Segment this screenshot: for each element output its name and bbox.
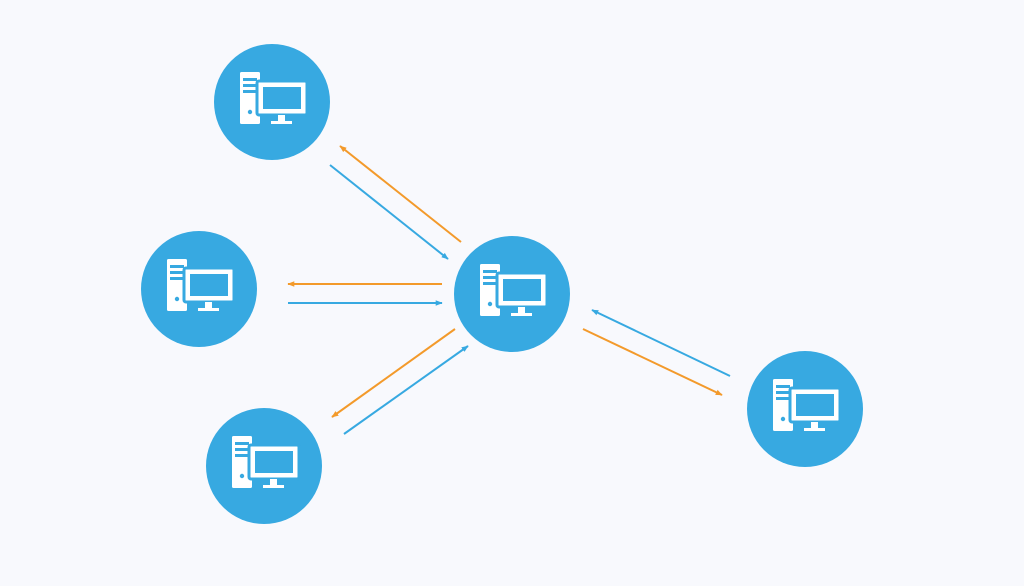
desktop-computer-icon: [773, 379, 842, 431]
desktop-computer-icon: [240, 72, 309, 124]
desktop-computer-icon: [167, 259, 236, 311]
node-right: [747, 351, 863, 467]
desktop-computer-icon: [232, 436, 301, 488]
response-arrow-bottom-left: [331, 328, 456, 418]
response-arrow-top-left: [339, 145, 462, 243]
request-arrow-bottom-left: [343, 345, 469, 435]
request-arrow-right: [591, 309, 731, 377]
node-middle-left: [141, 231, 257, 347]
node-bottom-left: [206, 408, 322, 524]
response-arrow-right: [582, 328, 723, 396]
node-top-left: [214, 44, 330, 160]
node-center: [454, 236, 570, 352]
desktop-computer-icon: [480, 264, 549, 316]
request-arrow-top-left: [329, 164, 449, 260]
